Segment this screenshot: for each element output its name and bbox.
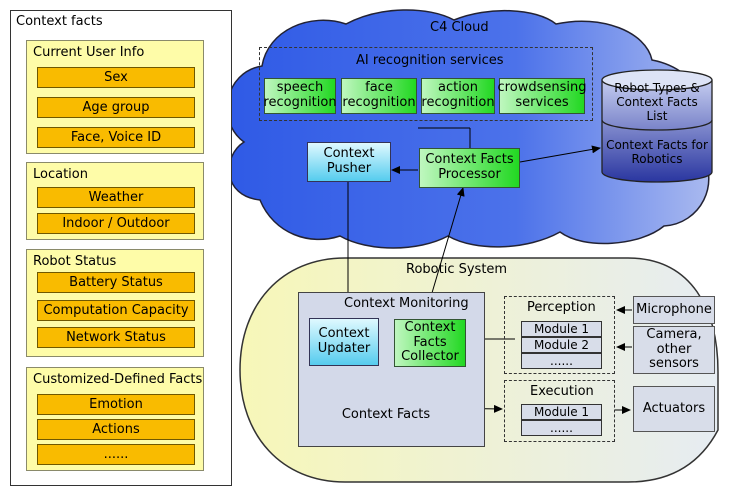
- context-facts-store: Context Facts: [341, 406, 431, 422]
- context-pusher: Context Pusher: [307, 142, 391, 182]
- robotic-system-title: Robotic System: [406, 262, 508, 277]
- group-customized-defined-facts: Customized-Defined Facts Emotion Actions…: [26, 367, 204, 471]
- group-location: Location Weather Indoor / Outdoor: [26, 162, 204, 240]
- perception-title: Perception: [527, 300, 596, 315]
- database-top-label: Robot Types & Context Facts List: [614, 81, 700, 123]
- cloud-title: C4 Cloud: [430, 20, 489, 35]
- service-crowdsensing: crowdsensing services: [498, 78, 586, 114]
- fact-item-battery-status: Battery Status: [37, 272, 195, 293]
- group-title: Customized-Defined Facts: [33, 372, 203, 387]
- fact-item-weather: Weather: [37, 187, 195, 208]
- execution-title: Execution: [530, 384, 594, 399]
- microphone: Microphone: [633, 296, 715, 324]
- camera-other-sensors: Camera, other sensors: [633, 326, 715, 374]
- fact-item-sex: Sex: [37, 67, 195, 88]
- fact-item-emotion: Emotion: [37, 394, 195, 415]
- context-facts-collector: Context Facts Collector: [394, 319, 466, 367]
- fact-item-age-group: Age group: [37, 97, 195, 118]
- execution-module-more: ......: [521, 420, 602, 436]
- perception-module-more: ......: [521, 353, 602, 369]
- group-title: Robot Status: [33, 254, 117, 269]
- fact-item-face-voice-id: Face, Voice ID: [37, 127, 195, 148]
- context-facts-title: Context facts: [16, 14, 103, 29]
- fact-item-computation-capacity: Computation Capacity: [37, 300, 195, 321]
- perception-module-2: Module 2: [521, 337, 602, 353]
- group-title: Current User Info: [33, 45, 145, 60]
- service-speech-recognition: speech recognition: [263, 78, 337, 114]
- fact-item-network-status: Network Status: [37, 327, 195, 348]
- group-robot-status: Robot Status Battery Status Computation …: [26, 249, 204, 357]
- context-facts-database-icon: [601, 69, 713, 183]
- context-monitoring-title: Context Monitoring: [344, 296, 469, 311]
- ai-recognition-services-group: [259, 47, 593, 121]
- fact-item-actions: Actions: [37, 419, 195, 440]
- fact-item-more: ......: [37, 444, 195, 465]
- service-action-recognition: action recognition: [421, 78, 495, 114]
- group-title: Location: [33, 167, 88, 182]
- actuators: Actuators: [633, 386, 715, 432]
- ai-services-title: AI recognition services: [356, 53, 504, 68]
- context-facts-processor: Context Facts Processor: [419, 148, 520, 188]
- context-monitoring-box: [298, 292, 485, 447]
- service-face-recognition: face recognition: [341, 78, 417, 114]
- fact-item-indoor-outdoor: Indoor / Outdoor: [37, 213, 195, 234]
- execution-group: [504, 380, 615, 442]
- context-updater: Context Updater: [309, 318, 379, 366]
- perception-module-1: Module 1: [521, 321, 602, 337]
- perception-group: [504, 296, 615, 374]
- group-current-user-info: Current User Info Sex Age group Face, Vo…: [26, 40, 204, 154]
- execution-module-1: Module 1: [521, 404, 602, 420]
- database-bottom-label: Context Facts for Robotics: [606, 138, 708, 166]
